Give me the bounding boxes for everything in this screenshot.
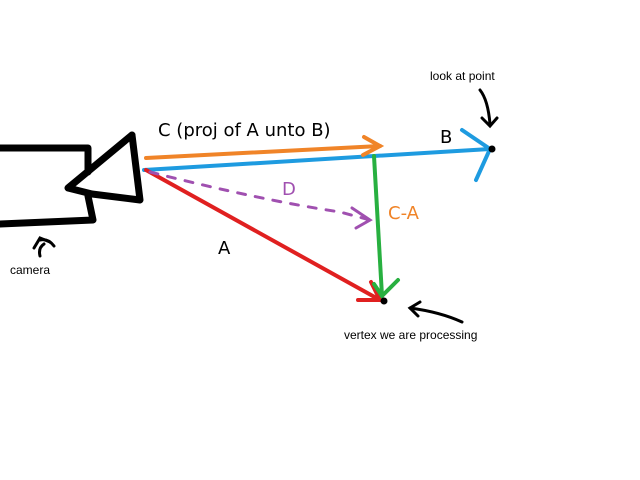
label-b: B: [440, 127, 452, 148]
vector-a: [144, 168, 384, 302]
label-vertex: vertex we are processing: [344, 328, 477, 342]
label-a: A: [218, 238, 231, 259]
label-d: D: [282, 179, 296, 200]
look-at-pointer-icon: [478, 88, 499, 129]
vertex-pointer-icon: [407, 300, 464, 324]
camera-pointer-icon: [32, 236, 56, 258]
label-c-minus-a: C-A: [388, 203, 420, 224]
vector-c: [144, 135, 385, 160]
label-c: C (proj of A unto B): [158, 120, 331, 141]
look-at-point-marker: [488, 145, 496, 153]
label-look-at-point: look at point: [430, 69, 495, 83]
vector-c-minus-a: [372, 154, 400, 300]
label-camera: camera: [10, 263, 50, 277]
vector-d: [148, 170, 373, 230]
camera-icon: [0, 131, 144, 228]
vertex-marker: [380, 297, 388, 305]
